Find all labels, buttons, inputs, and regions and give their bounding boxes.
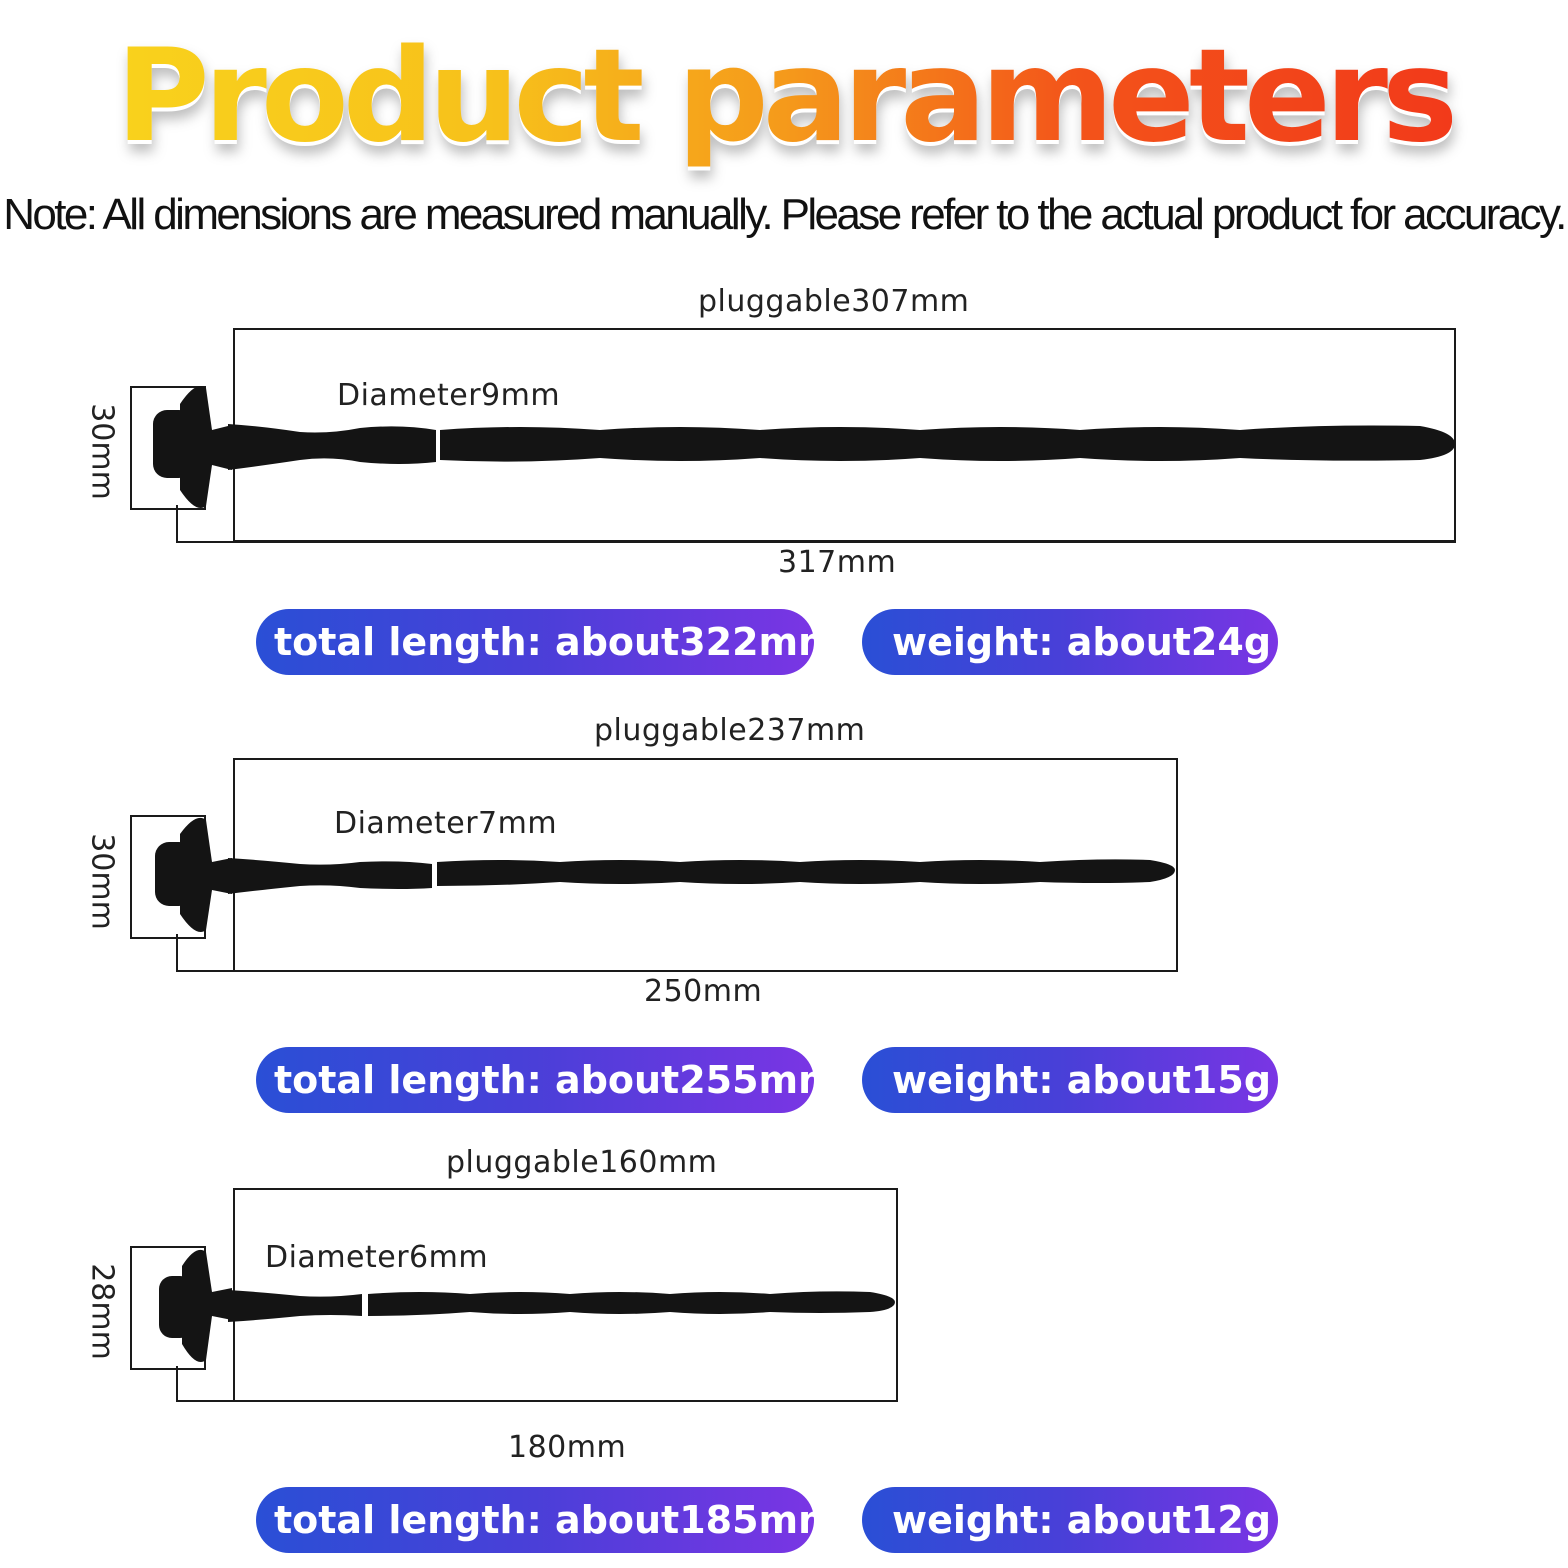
total-length-badge: total length: about322mm	[256, 609, 838, 675]
total-length-key: total length:	[274, 1498, 542, 1542]
weight-value: about15g	[1066, 1058, 1272, 1102]
overall-length-label: 250mm	[644, 974, 763, 1009]
probe-2-shape	[155, 817, 1175, 932]
probe-1-shape	[153, 386, 1455, 508]
pluggable-length-label: pluggable237mm	[594, 713, 866, 748]
total-length-key: total length:	[274, 1058, 542, 1102]
total-length-value: about185mm	[555, 1498, 838, 1542]
weight-badge: weight: about15g	[862, 1047, 1278, 1113]
measurement-note: Note: All dimensions are measured manual…	[3, 190, 1567, 239]
weight-value: about24g	[1066, 620, 1272, 664]
weight-key: weight:	[892, 620, 1054, 664]
total-length-badge: total length: about185mm	[256, 1487, 838, 1553]
overall-box	[176, 934, 1178, 972]
weight-key: weight:	[892, 1058, 1054, 1102]
diameter-label: Diameter9mm	[337, 378, 561, 413]
diameter-label: Diameter7mm	[334, 806, 558, 841]
weight-badge: weight: about12g	[862, 1487, 1278, 1553]
overall-length-label: 317mm	[778, 545, 897, 580]
overall-box	[176, 505, 1456, 543]
pluggable-length-label: pluggable307mm	[698, 284, 970, 319]
total-length-value: about255mm	[555, 1058, 838, 1102]
weight-badge: weight: about24g	[862, 609, 1278, 675]
total-length-badge: total length: about255mm	[256, 1047, 838, 1113]
total-length-key: total length:	[274, 620, 542, 664]
page-title: Product parameters	[115, 22, 1458, 171]
pluggable-length-label: pluggable160mm	[446, 1145, 718, 1180]
weight-value: about12g	[1066, 1498, 1272, 1542]
diameter-label: Diameter6mm	[265, 1240, 489, 1275]
overall-box	[176, 1366, 898, 1402]
weight-key: weight:	[892, 1498, 1054, 1542]
overall-length-label: 180mm	[508, 1430, 627, 1465]
total-length-value: about322mm	[555, 620, 838, 664]
probe-3-shape	[159, 1249, 895, 1362]
